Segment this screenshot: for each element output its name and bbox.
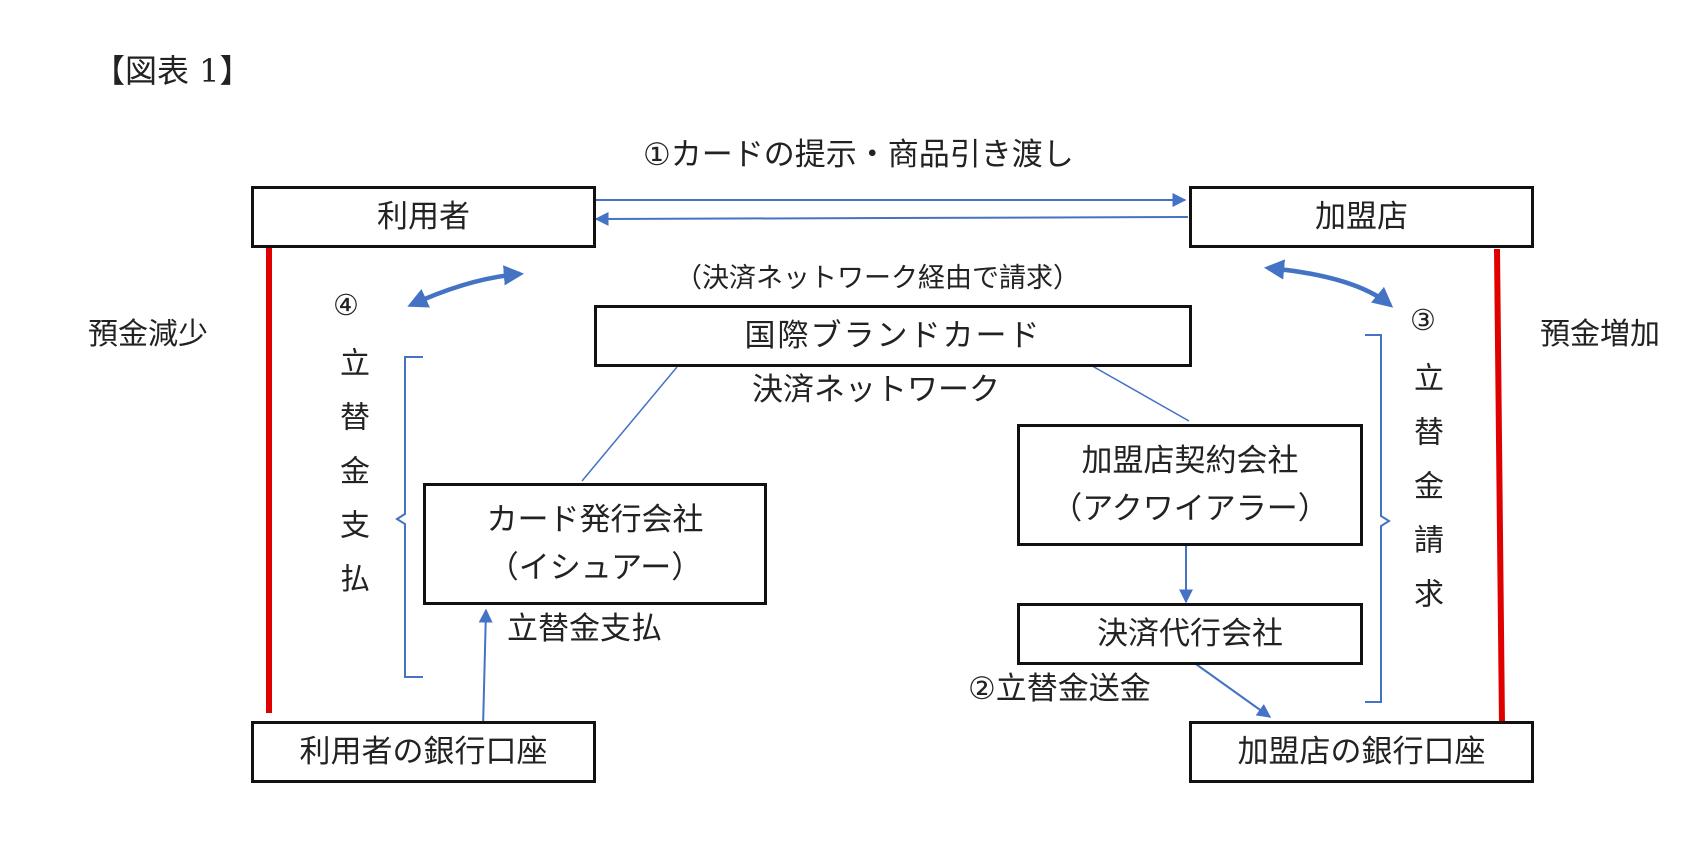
deposit-increase-label: 預金増加 bbox=[1540, 317, 1660, 352]
merchant-box-label: 加盟店 bbox=[1315, 198, 1408, 235]
arrow-merchant-to-user bbox=[594, 211, 1189, 226]
user-bank-label: 利用者の銀行口座 bbox=[299, 733, 548, 770]
brand-network-box: 国際ブランドカード bbox=[594, 305, 1192, 367]
line-network-to-issuer bbox=[581, 366, 678, 482]
brace-step4 bbox=[395, 356, 423, 678]
payment-agent-label: 決済代行会社 bbox=[1097, 615, 1283, 652]
line-network-to-acquirer bbox=[1086, 362, 1190, 422]
network-sub-label: 決済ネットワーク bbox=[752, 372, 1000, 408]
acquirer-name: 加盟店契約会社 bbox=[1081, 442, 1299, 479]
deposit-decrease-label: 預金減少 bbox=[88, 317, 208, 352]
figure-title: 【図表 1】 bbox=[93, 52, 252, 90]
brand-network-label: 国際ブランドカード bbox=[744, 317, 1042, 354]
red-line-merchant-account bbox=[1494, 248, 1505, 726]
brace-step3 bbox=[1365, 334, 1391, 703]
step4-number: ④ bbox=[333, 288, 359, 322]
step2-label: ②立替金送金 bbox=[968, 671, 1151, 707]
step4-vertical-label: 立替金支払 bbox=[334, 347, 369, 617]
issuer-name: カード発行会社 bbox=[486, 501, 704, 538]
user-bank-box: 利用者の銀行口座 bbox=[251, 721, 596, 783]
merchant-bank-box: 加盟店の銀行口座 bbox=[1189, 721, 1534, 783]
issuer-subname: （イシュアー） bbox=[487, 550, 703, 586]
arrow-step4-curve bbox=[407, 265, 525, 308]
step3-vertical-label: 立替金請求 bbox=[1408, 362, 1443, 632]
step3-number: ③ bbox=[1410, 303, 1436, 337]
step1-label: ①カードの提示・商品引き渡し bbox=[643, 137, 1074, 173]
payment-agent-box: 決済代行会社 bbox=[1017, 603, 1363, 665]
network-billing-label: （決済ネットワーク経由で請求） bbox=[675, 263, 1080, 294]
merchant-bank-label: 加盟店の銀行口座 bbox=[1237, 733, 1486, 770]
acquirer-box: 加盟店契約会社 （アクワイアラー） bbox=[1017, 424, 1363, 546]
user-box-label: 利用者 bbox=[377, 198, 470, 235]
arrow-user-bank-to-issuer bbox=[478, 608, 493, 729]
acquirer-subname: （アクワイアラー） bbox=[1051, 491, 1329, 527]
arrow-step3-curve bbox=[1263, 259, 1394, 308]
issuer-box: カード発行会社 （イシュアー） bbox=[423, 483, 767, 605]
merchant-box: 加盟店 bbox=[1189, 186, 1534, 248]
user-box: 利用者 bbox=[251, 186, 596, 248]
arrow-agent-to-merchant-bank bbox=[1192, 661, 1272, 718]
issuer-payment-label: 立替金支払 bbox=[507, 611, 662, 647]
